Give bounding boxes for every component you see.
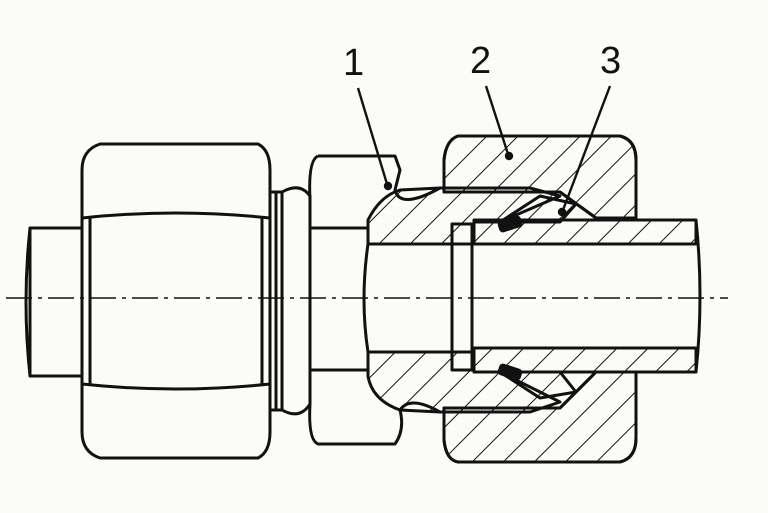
leader-2 xyxy=(484,85,510,155)
pipe-wall-top xyxy=(472,218,698,246)
hex-nut-left xyxy=(80,142,272,460)
inner-bore xyxy=(362,243,370,353)
callout-1: 1 xyxy=(343,42,365,84)
pipe-stop xyxy=(450,222,474,372)
leader-1 xyxy=(356,87,389,185)
callout-3: 3 xyxy=(600,40,622,82)
body-neck xyxy=(268,186,312,416)
callout-2: 2 xyxy=(470,40,492,82)
leader-3 xyxy=(561,85,612,211)
left-pipe xyxy=(24,226,82,378)
seal-bottom xyxy=(497,363,523,381)
pipe-wall-bottom xyxy=(472,346,698,374)
seal-top xyxy=(497,215,523,233)
nut-section-top xyxy=(442,134,638,220)
cutting-ring-top xyxy=(498,194,578,224)
